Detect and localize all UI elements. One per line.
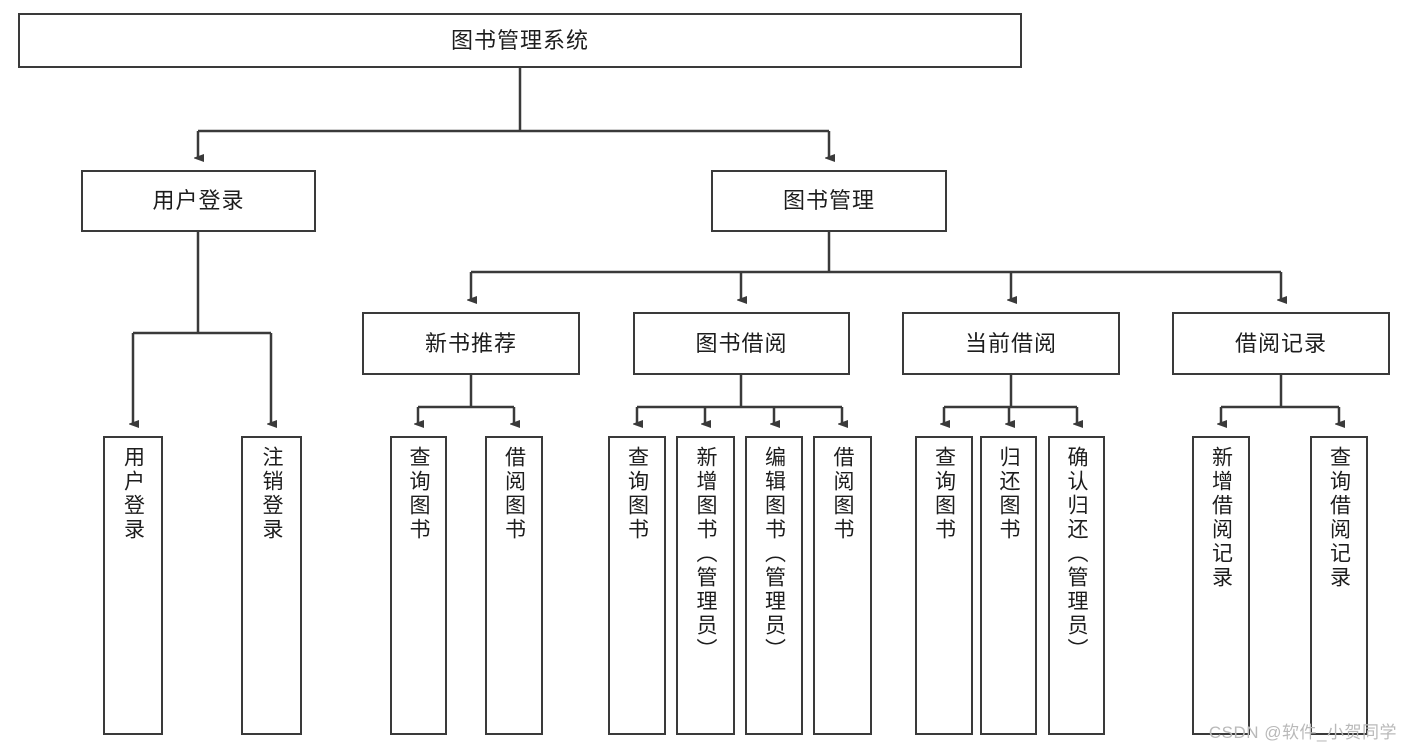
leaf-borrow-add-book-label: 新增图书（管理员） [694,446,717,662]
node-root[interactable]: 图书管理系统 [18,13,1022,68]
node-book-borrow[interactable]: 图书借阅 [633,312,850,375]
leaf-current-confirm-return[interactable]: 确认归还（管理员） [1048,436,1105,735]
leaf-record-add-record-label: 新增借阅记录 [1209,446,1233,590]
leaf-record-query-record[interactable]: 查询借阅记录 [1310,436,1368,735]
node-new-book-recommend[interactable]: 新书推荐 [362,312,580,375]
leaf-recommend-query-book[interactable]: 查询图书 [390,436,447,735]
node-book-management-label: 图书管理 [782,188,875,214]
node-new-book-recommend-label: 新书推荐 [424,330,517,356]
leaf-current-return-book-label: 归还图书 [997,446,1020,542]
leaf-recommend-query-book-label: 查询图书 [407,446,430,542]
node-book-borrow-label: 图书借阅 [695,330,788,356]
leaf-borrow-borrow-book[interactable]: 借阅图书 [813,436,872,735]
node-root-label: 图书管理系统 [450,27,589,53]
watermark: CSDN @软件_小贺同学 [1208,723,1397,742]
leaf-current-confirm-return-label: 确认归还（管理员） [1065,446,1088,662]
leaf-borrow-add-book[interactable]: 新增图书（管理员） [676,436,735,735]
leaf-borrow-query-book[interactable]: 查询图书 [608,436,666,735]
leaf-record-query-record-label: 查询借阅记录 [1327,446,1351,590]
leaf-recommend-borrow-book-label: 借阅图书 [502,446,526,542]
leaf-borrow-edit-book[interactable]: 编辑图书（管理员） [745,436,803,735]
node-user-login-label: 用户登录 [152,188,245,214]
node-borrow-record-label: 借阅记录 [1234,330,1327,356]
node-current-borrow-label: 当前借阅 [964,330,1057,356]
node-book-management[interactable]: 图书管理 [711,170,947,232]
leaf-record-add-record[interactable]: 新增借阅记录 [1192,436,1250,735]
leaf-recommend-borrow-book[interactable]: 借阅图书 [485,436,543,735]
leaf-borrow-edit-book-label: 编辑图书（管理员） [762,446,786,662]
leaf-user-login-signin[interactable]: 用户登录 [103,436,163,735]
leaf-current-query-book[interactable]: 查询图书 [915,436,973,735]
leaf-user-login-signout[interactable]: 注销登录 [241,436,302,735]
leaf-user-login-signin-label: 用户登录 [121,446,145,542]
node-borrow-record[interactable]: 借阅记录 [1172,312,1390,375]
node-user-login[interactable]: 用户登录 [81,170,316,232]
node-current-borrow[interactable]: 当前借阅 [902,312,1120,375]
leaf-current-query-book-label: 查询图书 [932,446,956,542]
leaf-current-return-book[interactable]: 归还图书 [980,436,1037,735]
leaf-borrow-query-book-label: 查询图书 [625,446,649,542]
leaf-borrow-borrow-book-label: 借阅图书 [831,446,854,542]
leaf-user-login-signout-label: 注销登录 [260,446,283,542]
